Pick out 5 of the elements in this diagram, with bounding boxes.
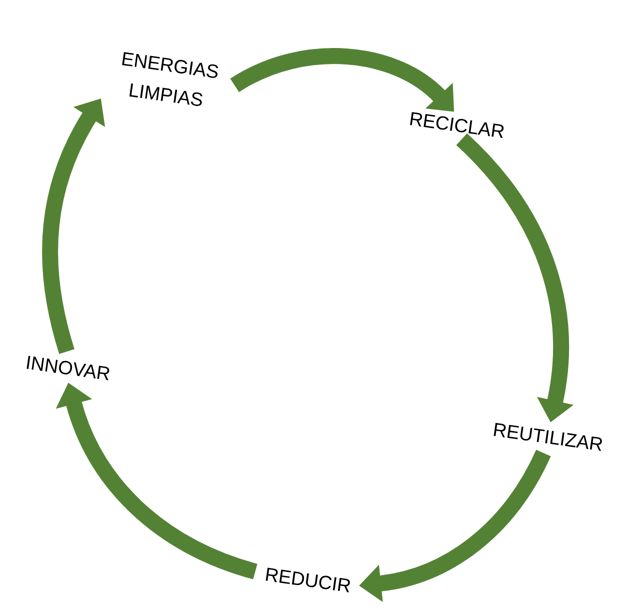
step-label: REUTILIZAR [494,422,602,451]
step-label: REDUCIR [266,568,350,592]
step-label: INNOVAR [26,356,110,380]
step-label: RECICLAR [410,112,504,138]
step-label: ENERGIAS LIMPIAS [122,52,218,106]
